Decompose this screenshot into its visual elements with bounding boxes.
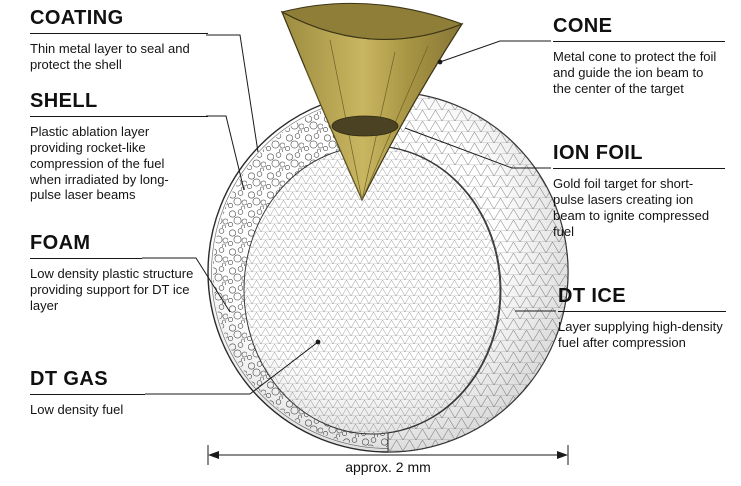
label-shell-description: Plastic ablation layer providing rocket-… bbox=[30, 124, 169, 203]
dimension-label: approx. 2 mm bbox=[345, 459, 431, 475]
label-ion-foil-title: ION FOIL bbox=[553, 142, 643, 164]
label-foam-description: Low density plastic structure providing … bbox=[30, 266, 194, 313]
label-cone-title: CONE bbox=[553, 15, 613, 37]
target-sphere bbox=[207, 91, 569, 453]
label-cone: CONE Metal cone to protect the foil and … bbox=[553, 16, 725, 97]
leader-line-ion-foil bbox=[404, 127, 551, 169]
label-dt-gas-description: Low density fuel bbox=[30, 402, 124, 417]
leader-line-dt-gas bbox=[145, 341, 319, 395]
label-dt-ice: DT ICE Layer supplying high-density fuel… bbox=[558, 286, 726, 351]
leader-line-foam bbox=[142, 257, 231, 313]
leader-lines bbox=[142, 34, 556, 395]
label-ion-foil-description: Gold foil target for short-pulse lasers … bbox=[553, 176, 710, 239]
ion-foil-band bbox=[331, 115, 399, 137]
sphere-shading bbox=[208, 92, 568, 452]
dimension-arrow-right bbox=[557, 451, 568, 459]
label-shell: SHELL Plastic ablation layer providing r… bbox=[30, 91, 208, 203]
label-coating-description: Thin metal layer to seal and protect the… bbox=[30, 41, 190, 72]
label-dt-gas-rule bbox=[30, 394, 145, 395]
leader-line-cone bbox=[439, 40, 551, 63]
label-dt-gas-title: DT GAS bbox=[30, 368, 108, 390]
label-coating: COATING Thin metal layer to seal and pro… bbox=[30, 8, 208, 73]
label-dt-ice-title: DT ICE bbox=[558, 285, 626, 307]
label-foam-title: FOAM bbox=[30, 232, 91, 254]
label-cone-rule bbox=[553, 41, 725, 42]
label-coating-rule bbox=[30, 33, 208, 34]
cone-opening bbox=[280, 2, 464, 40]
label-dt-gas: DT GAS Low density fuel bbox=[30, 369, 208, 418]
leader-line-coating bbox=[206, 34, 259, 153]
label-cone-description: Metal cone to protect the foil and guide… bbox=[553, 49, 717, 96]
label-dt-ice-rule bbox=[558, 311, 726, 312]
label-ion-foil: ION FOIL Gold foil target for short-puls… bbox=[553, 143, 725, 239]
dimension-lines bbox=[207, 445, 569, 465]
label-dt-ice-description: Layer supplying high-density fuel after … bbox=[558, 319, 723, 350]
gold-cone bbox=[280, 2, 464, 202]
leader-line-shell bbox=[206, 115, 245, 191]
label-shell-title: SHELL bbox=[30, 90, 98, 112]
dimension-arrow-left bbox=[208, 451, 219, 459]
label-foam: FOAM Low density plastic structure provi… bbox=[30, 233, 208, 314]
label-ion-foil-rule bbox=[553, 168, 725, 169]
label-coating-title: COATING bbox=[30, 7, 124, 29]
leader-dot-cone bbox=[437, 59, 443, 65]
label-shell-rule bbox=[30, 116, 208, 117]
leader-dot-dt-gas bbox=[315, 339, 321, 345]
label-foam-rule bbox=[30, 258, 142, 259]
